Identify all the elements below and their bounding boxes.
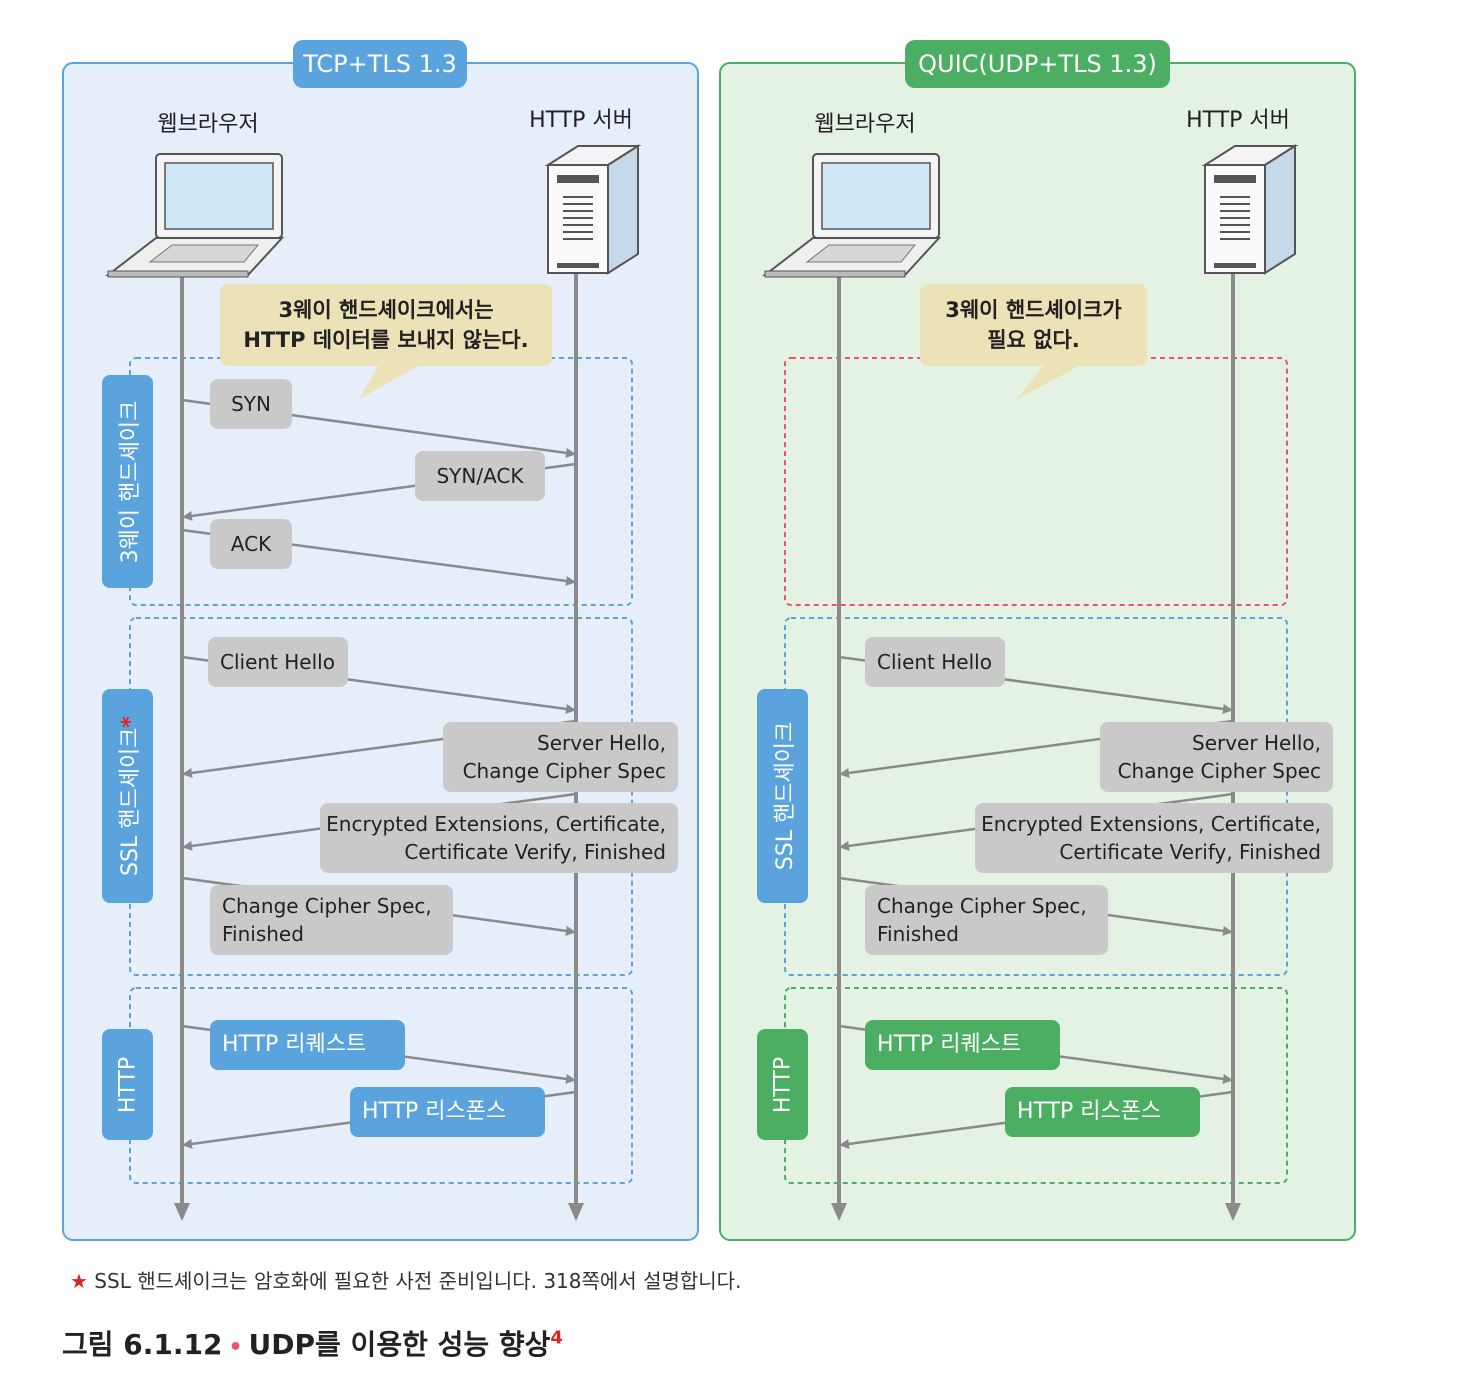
tcp-msg-client-hello-text: Client Hello — [220, 650, 335, 674]
tcp-callout-bubble — [220, 284, 552, 400]
quic-phase-ssl: SSL 핸드셰이크 — [757, 689, 808, 903]
quic-msg-http-response-text: HTTP 리스폰스 — [1017, 1099, 1162, 1124]
tcp-msg-http-response-text: HTTP 리스폰스 — [362, 1099, 507, 1124]
tcp-msg-ack: ACK — [210, 519, 292, 569]
tcp-phase-handshake: 3웨이 핸드셰이크 — [102, 375, 153, 588]
footnote: ★ SSL 핸드셰이크는 암호화에 필요한 사전 준비입니다. 318쪽에서 설… — [70, 1265, 741, 1294]
quic-server-label: HTTP 서버 — [1186, 108, 1290, 133]
tcp-msg-syn-text: SYN — [231, 392, 271, 416]
tcp-msg-client-hello: Client Hello — [208, 637, 348, 687]
tcp-phase-http-label: HTTP — [115, 1056, 140, 1113]
quic-phase-http: HTTP — [757, 1029, 808, 1140]
tcp-msg-server-hello-line-2: Change Cipher Spec — [462, 759, 666, 783]
tcp-msg-encrypted: Encrypted Extensions, Certificate, Certi… — [320, 803, 678, 873]
tcp-callout-line-2: HTTP 데이터를 보내지 않는다. — [243, 328, 529, 352]
figure-number: 그림 6.1.12 — [62, 1328, 223, 1361]
quic-msg-change-cipher-line-1: Change Cipher Spec, — [877, 894, 1087, 918]
tcp-phase-ssl-star: * — [117, 716, 143, 728]
quic-msg-server-hello-line-1: Server Hello, — [1192, 731, 1321, 755]
quic-msg-encrypted: Encrypted Extensions, Certificate, Certi… — [975, 803, 1333, 873]
tcp-server-icon — [544, 144, 642, 275]
figure-title: UDP를 이용한 성능 향상 — [248, 1328, 551, 1361]
tcp-server-label: HTTP 서버 — [529, 108, 633, 133]
quic-laptop-icon — [762, 153, 942, 278]
quic-msg-http-request: HTTP 리퀘스트 — [865, 1020, 1060, 1070]
tcp-callout-text: 3웨이 핸드셰이크에서는 HTTP 데이터를 보내지 않는다. — [220, 295, 552, 355]
tcp-panel-title: TCP+TLS 1.3 — [293, 40, 467, 88]
tcp-msg-syn: SYN — [210, 379, 292, 429]
tcp-phase-handshake-label: 3웨이 핸드셰이크 — [117, 400, 143, 563]
tcp-phase-http: HTTP — [102, 1029, 153, 1140]
tcp-msg-synack: SYN/ACK — [415, 451, 545, 501]
quic-phase-ssl-label: SSL 핸드셰이크 — [772, 721, 798, 871]
quic-msg-change-cipher: Change Cipher Spec, Finished — [865, 885, 1108, 955]
caption-bullet: • — [228, 1335, 243, 1360]
quic-msg-client-hello: Client Hello — [865, 637, 1005, 687]
quic-msg-server-hello: Server Hello, Change Cipher Spec — [1100, 722, 1333, 792]
tcp-msg-encrypted-line-1: Encrypted Extensions, Certificate, — [326, 812, 666, 836]
figure-footnote-ref: 4 — [550, 1327, 563, 1349]
quic-callout-line-2: 필요 없다. — [987, 328, 1080, 352]
quic-panel-title: QUIC(UDP+TLS 1.3) — [905, 40, 1170, 88]
tcp-client-label: 웹브라우저 — [157, 112, 259, 137]
quic-phase-http-label: HTTP — [770, 1056, 795, 1113]
tcp-laptop-icon — [105, 153, 285, 278]
quic-msg-change-cipher-line-2: Finished — [877, 922, 959, 946]
footnote-star-icon: ★ — [70, 1269, 88, 1293]
tcp-msg-server-hello: Server Hello, Change Cipher Spec — [443, 722, 678, 792]
quic-msg-server-hello-line-2: Change Cipher Spec — [1117, 759, 1321, 783]
tcp-msg-http-request: HTTP 리퀘스트 — [210, 1020, 405, 1070]
tcp-msg-encrypted-line-2: Certificate Verify, Finished — [404, 840, 666, 864]
tcp-msg-change-cipher: Change Cipher Spec, Finished — [210, 885, 453, 955]
quic-msg-encrypted-line-1: Encrypted Extensions, Certificate, — [981, 812, 1321, 836]
tcp-msg-change-cipher-line-1: Change Cipher Spec, — [222, 894, 432, 918]
quic-msg-client-hello-text: Client Hello — [877, 650, 992, 674]
tcp-phase-ssl: SSL 핸드셰이크* — [102, 689, 153, 903]
tcp-phase-ssl-label: SSL 핸드셰이크* — [112, 716, 144, 876]
quic-msg-http-response: HTTP 리스폰스 — [1005, 1087, 1200, 1137]
tcp-msg-change-cipher-line-2: Finished — [222, 922, 304, 946]
tcp-msg-ack-text: ACK — [230, 532, 272, 556]
footnote-text: SSL 핸드셰이크는 암호화에 필요한 사전 준비입니다. 318쪽에서 설명합… — [94, 1269, 742, 1293]
tcp-phase-ssl-text: SSL 핸드셰이크 — [117, 727, 143, 876]
quic-msg-http-request-text: HTTP 리퀘스트 — [877, 1032, 1022, 1057]
tcp-msg-http-request-text: HTTP 리퀘스트 — [222, 1032, 367, 1057]
quic-server-icon — [1201, 144, 1299, 275]
quic-msg-encrypted-line-2: Certificate Verify, Finished — [1059, 840, 1321, 864]
tcp-msg-synack-text: SYN/ACK — [436, 464, 524, 488]
figure-caption: 그림 6.1.12•UDP를 이용한 성능 향상4 — [62, 1323, 563, 1363]
tcp-msg-http-response: HTTP 리스폰스 — [350, 1087, 545, 1137]
quic-callout-bubble — [920, 284, 1147, 400]
tcp-msg-server-hello-line-1: Server Hello, — [537, 731, 666, 755]
tcp-callout-line-1: 3웨이 핸드셰이크에서는 — [278, 298, 494, 322]
quic-callout-line-1: 3웨이 핸드셰이크가 — [945, 298, 1122, 322]
quic-callout-text: 3웨이 핸드셰이크가 필요 없다. — [920, 295, 1147, 355]
quic-client-label: 웹브라우저 — [814, 112, 916, 137]
